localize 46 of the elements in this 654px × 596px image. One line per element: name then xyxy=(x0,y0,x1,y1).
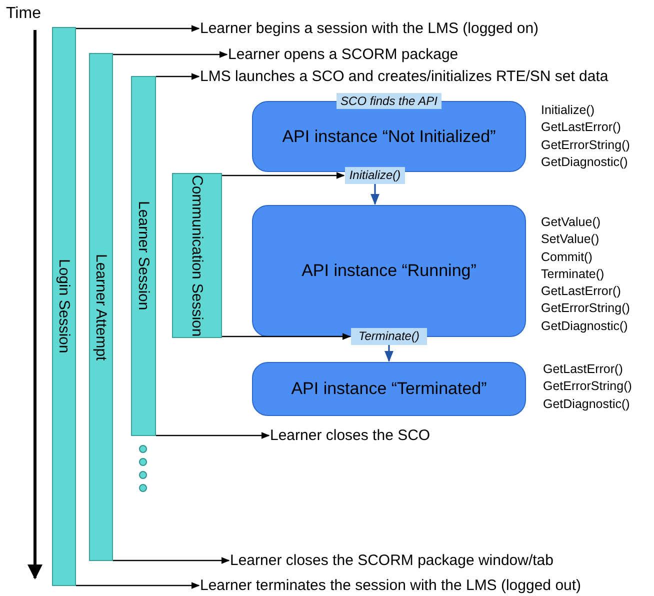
method-name: GetDiagnostic() xyxy=(541,154,629,171)
method-name: GetErrorString() xyxy=(543,378,632,396)
arrow xyxy=(370,184,380,206)
session-bar xyxy=(52,27,76,586)
arrow xyxy=(156,73,200,80)
method-name: Initialize() xyxy=(541,102,596,119)
event-text: Learner closes the SCO xyxy=(270,426,430,445)
event-text: Learner closes the SCORM package window/tab xyxy=(230,551,554,570)
method-name: GetLastError() xyxy=(541,119,622,136)
arrow xyxy=(113,557,230,564)
event-text: Learner opens a SCORM package xyxy=(228,45,458,64)
event-text: Learner terminates the session with the LMS (logged out) xyxy=(200,576,582,595)
session-label: Learner Session xyxy=(134,201,153,311)
state-title: API instance “Running” xyxy=(302,260,476,282)
state-title: API instance “Not Initialized” xyxy=(282,126,496,148)
session-label: Communication Session xyxy=(188,174,206,336)
event-text: Learner begins a session with the LMS (logged on) xyxy=(200,19,539,38)
event-text: LMS launches a SCO and creates/initializes RTE/SN set data xyxy=(200,67,608,86)
session-bar xyxy=(89,53,113,561)
method-name: GetLastError() xyxy=(541,283,622,300)
arrow xyxy=(222,333,351,340)
arrow xyxy=(222,172,345,179)
call-label: Initialize() xyxy=(345,167,405,184)
method-name: Terminate() xyxy=(541,266,606,283)
arrow xyxy=(156,432,270,439)
session-label: Learner Attempt xyxy=(92,254,110,360)
method-name: GetDiagnostic() xyxy=(541,318,629,335)
method-name: Commit() xyxy=(541,248,594,266)
method-name: GetErrorString() xyxy=(541,300,630,318)
arrow xyxy=(76,582,200,589)
method-name: GetErrorString() xyxy=(541,136,630,154)
session-bar xyxy=(172,173,222,338)
box-tab-label: SCO finds the API xyxy=(336,93,442,109)
method-name: GetValue() xyxy=(541,214,602,231)
method-name: SetValue() xyxy=(541,231,600,248)
arrow xyxy=(113,51,228,58)
axis-label: Time xyxy=(6,4,41,24)
method-name: GetLastError() xyxy=(543,361,624,378)
call-label: Terminate() xyxy=(351,328,427,345)
state-title: API instance “Terminated” xyxy=(291,378,487,400)
arrow xyxy=(76,25,200,32)
session-bar xyxy=(131,76,156,436)
state-box xyxy=(252,362,526,416)
arrow xyxy=(384,345,394,362)
session-label: Login Session xyxy=(54,259,74,354)
method-name: GetDiagnostic() xyxy=(543,396,631,413)
